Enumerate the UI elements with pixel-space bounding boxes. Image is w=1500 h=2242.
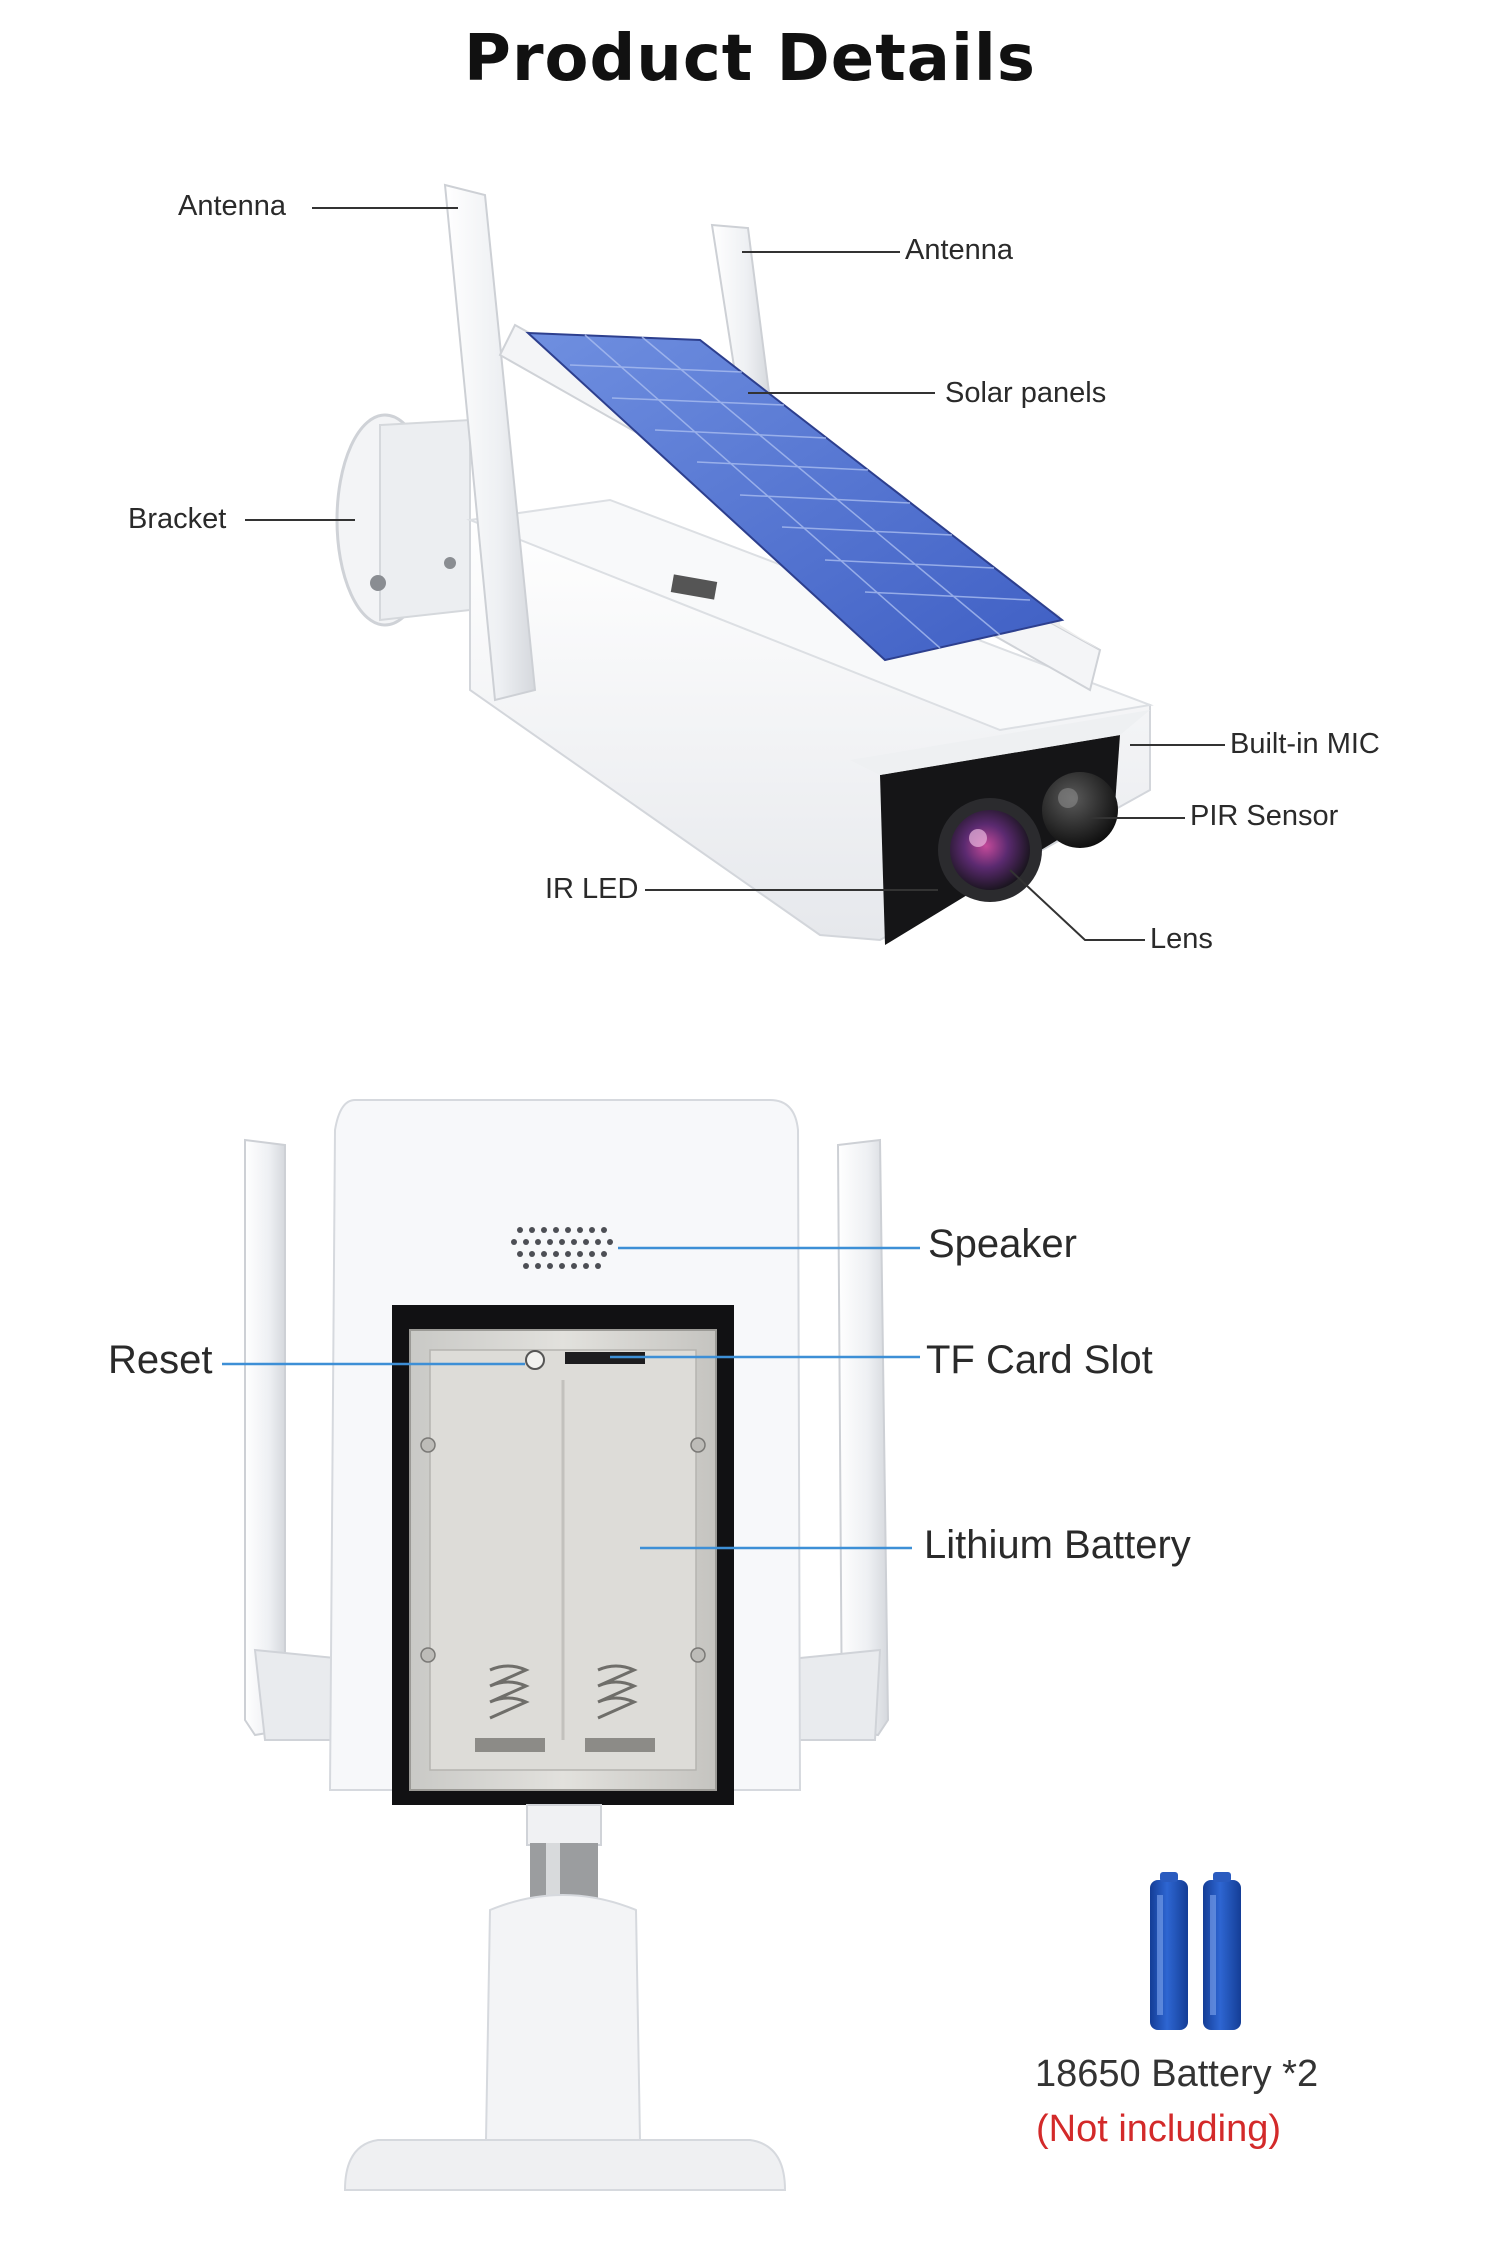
label-reset: Reset [108, 1338, 213, 1382]
label-antenna-right: Antenna [905, 234, 1014, 266]
bracket-graphic [335, 413, 471, 627]
label-speaker: Speaker [928, 1222, 1077, 1266]
label-builtin-mic: Built-in MIC [1230, 728, 1380, 760]
label-antenna-left: Antenna [178, 190, 287, 222]
speaker-grill [511, 1227, 613, 1269]
battery-pair-graphic [1150, 1872, 1241, 2030]
label-lithium-battery: Lithium Battery [924, 1523, 1191, 1567]
label-bracket: Bracket [128, 503, 227, 535]
bottom-leader-lines [222, 1246, 920, 1550]
rear-camera-illustration [244, 1099, 890, 2191]
label-tf-card-slot: TF Card Slot [926, 1338, 1153, 1382]
label-ir-led: IR LED [545, 873, 639, 905]
label-lens: Lens [1150, 923, 1213, 955]
battery-caption: 18650 Battery *2 [1035, 2053, 1319, 2095]
top-leader-lines [245, 207, 1225, 941]
battery-not-included-note: (Not including) [1036, 2108, 1281, 2150]
top-camera-illustration [335, 183, 1154, 945]
page-title: Product Details [464, 22, 1036, 96]
label-solar-panels: Solar panels [945, 377, 1107, 409]
label-pir-sensor: PIR Sensor [1190, 800, 1339, 832]
